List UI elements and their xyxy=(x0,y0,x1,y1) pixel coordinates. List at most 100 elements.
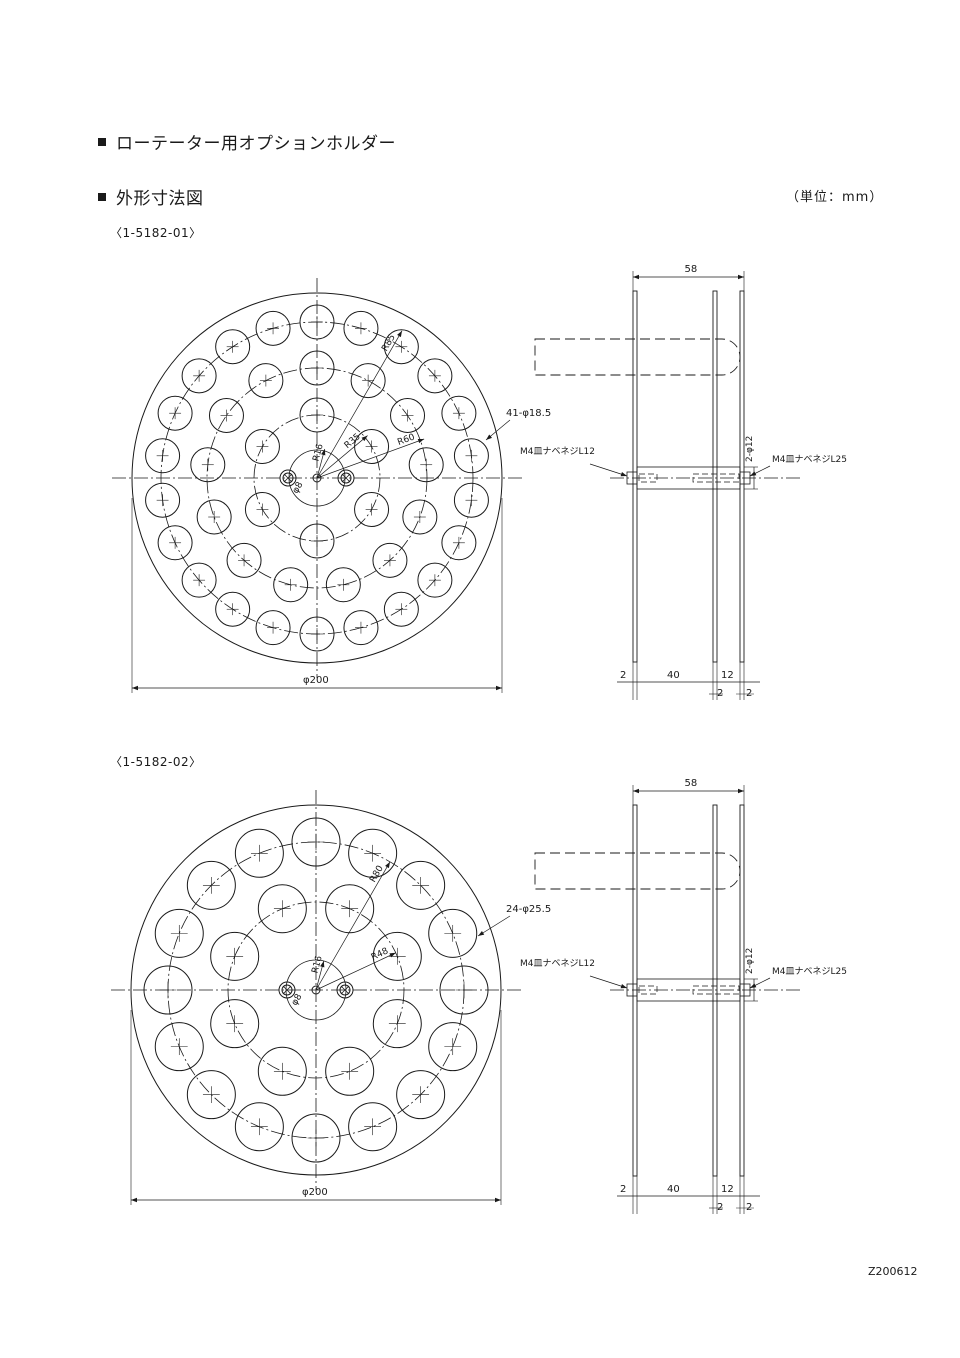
center-hole xyxy=(311,985,321,995)
sample-hole xyxy=(372,542,408,578)
unit-label: （単位：mm） xyxy=(786,190,884,205)
screw-right xyxy=(739,983,751,997)
pin-diameter-label: 2-φ12 xyxy=(745,436,755,462)
screw-head xyxy=(278,981,296,999)
radius-leader xyxy=(315,952,396,991)
screw-hidden xyxy=(692,985,740,995)
sample-hole xyxy=(350,363,386,399)
dim-label: 12 xyxy=(721,1184,734,1195)
dim-label: 2 xyxy=(717,688,723,699)
screw-label-right: M4皿ナベネジL25 xyxy=(772,454,847,465)
dim-label: 2 xyxy=(620,670,626,681)
hub-circle xyxy=(285,959,347,1021)
dim-label: 2 xyxy=(620,1184,626,1195)
radius-label: R16 xyxy=(311,443,325,463)
sample-hole xyxy=(291,817,341,867)
sample-hole xyxy=(215,329,251,365)
sample-hole xyxy=(396,860,446,910)
sample-hole xyxy=(417,562,453,598)
sample-hole xyxy=(396,1070,446,1120)
sample-hole xyxy=(299,616,335,652)
arrowhead xyxy=(633,274,639,280)
sample-hole xyxy=(291,1113,341,1163)
arrowhead xyxy=(750,471,757,476)
screw-head-inner xyxy=(282,472,294,484)
screw-label-left: M4皿ナベネジL12 xyxy=(520,958,595,969)
title-text: ローテーター用オプションホルダー xyxy=(116,134,396,154)
model-label-1: 〈1-5182-01〉 xyxy=(110,226,202,240)
sample-hole xyxy=(428,908,478,958)
screw-label-left: M4皿ナベネジL12 xyxy=(520,446,595,457)
arrowhead xyxy=(620,472,627,477)
sample-hole xyxy=(408,447,444,483)
screw-hidden xyxy=(692,473,740,483)
sample-hole xyxy=(348,1102,398,1152)
screw-head-inner xyxy=(281,984,293,996)
side-plate-middle xyxy=(712,804,718,1177)
sample-hole xyxy=(157,395,193,431)
sample-hole xyxy=(248,363,284,399)
sample-hole xyxy=(181,562,217,598)
dim-label: 40 xyxy=(667,670,680,681)
arrowhead xyxy=(320,961,325,968)
sample-hole xyxy=(383,591,419,627)
radius-leader xyxy=(316,438,425,479)
sample-hole xyxy=(244,492,280,527)
holes-leader xyxy=(477,915,511,937)
document-id: Z200612 xyxy=(868,1265,918,1278)
hidden-tube xyxy=(534,852,741,890)
arrowhead xyxy=(389,952,396,958)
sample-hole xyxy=(210,999,260,1049)
sample-hole xyxy=(417,358,453,394)
sample-hole xyxy=(226,542,262,578)
arrowhead xyxy=(750,983,757,988)
sample-hole xyxy=(372,999,422,1049)
arrowhead xyxy=(496,685,502,691)
title-heading: ローテーター用オプションホルダー xyxy=(98,129,396,154)
side-plate-right xyxy=(739,804,745,1177)
screw-right xyxy=(739,471,751,485)
sample-hole xyxy=(439,965,489,1015)
screw-left xyxy=(626,471,638,485)
center-hole xyxy=(312,473,322,483)
screw-slot xyxy=(282,985,292,995)
side-plate-left xyxy=(632,804,638,1177)
side-plate-right xyxy=(739,290,745,663)
sample-hole xyxy=(157,525,193,561)
arrowhead xyxy=(633,788,639,794)
sample-hole xyxy=(210,931,260,981)
screw-slot xyxy=(283,473,293,483)
screw-head xyxy=(337,469,355,487)
dim-label: 2 xyxy=(717,1202,723,1213)
sample-hole xyxy=(325,1046,375,1096)
diameter-label: φ200 xyxy=(303,675,329,686)
sample-hole xyxy=(428,1022,478,1072)
sample-hole xyxy=(299,350,335,386)
dim-label: 2 xyxy=(746,688,752,699)
sample-hole xyxy=(383,329,419,365)
sample-hole xyxy=(154,908,204,958)
small-diameter-label: φ8 xyxy=(290,992,305,1007)
screw-hidden xyxy=(638,473,658,483)
sample-hole xyxy=(441,395,477,431)
sample-hole xyxy=(343,610,379,646)
screw-head xyxy=(279,469,297,487)
subtitle-heading: 外形寸法図 xyxy=(98,184,204,209)
sample-hole xyxy=(372,931,422,981)
radius-label: R16 xyxy=(310,955,324,975)
screw-head-inner xyxy=(340,472,352,484)
arrowhead xyxy=(131,1197,137,1203)
arrowhead xyxy=(132,685,138,691)
dim-label: 40 xyxy=(667,1184,680,1195)
sample-hole xyxy=(354,492,390,527)
sample-hole xyxy=(208,398,244,434)
sample-hole xyxy=(453,438,489,474)
arrowhead xyxy=(397,330,402,338)
sample-hole xyxy=(234,828,284,878)
dim-label: 2 xyxy=(746,1202,752,1213)
square-bullet-icon xyxy=(98,138,106,146)
sample-hole xyxy=(145,438,181,474)
